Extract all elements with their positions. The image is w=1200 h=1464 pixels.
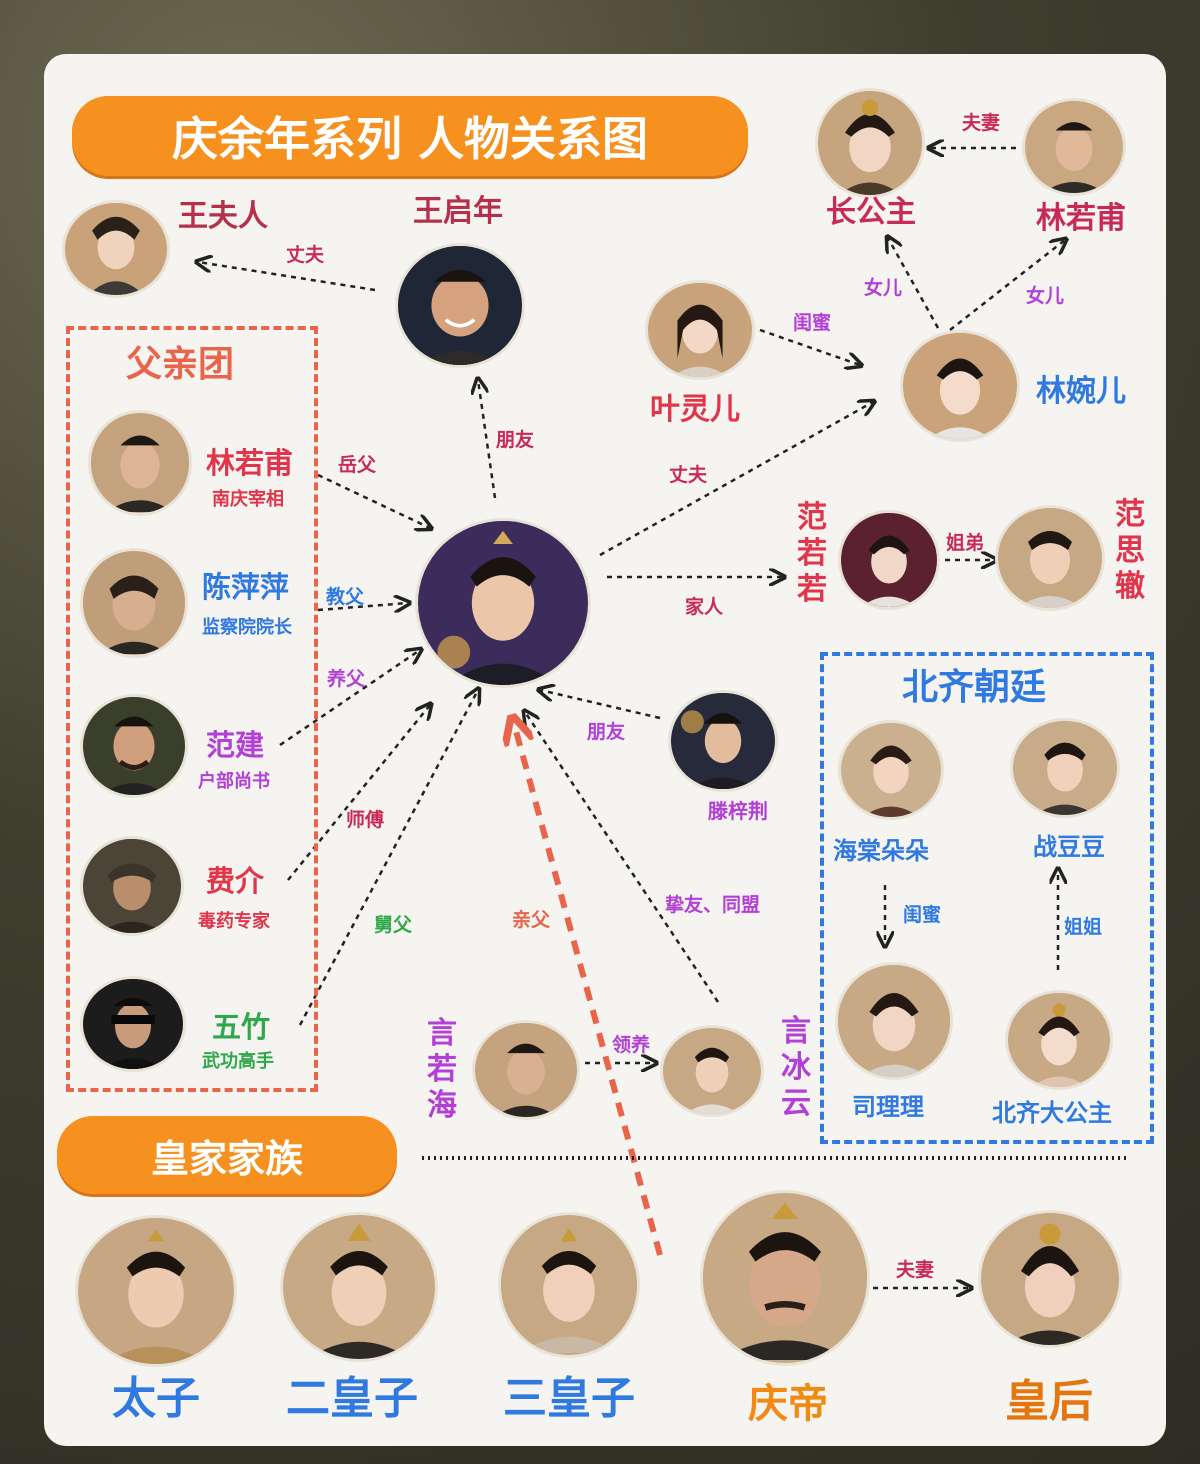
label-huang-hou: 皇后 — [1005, 1376, 1093, 1427]
line-waner-linruofu — [949, 240, 1065, 331]
label-fan-sizhe: 范思辙 — [1115, 497, 1145, 604]
rel-friend-teng: 朋友 — [587, 721, 626, 743]
label-zhang-gongzhu: 长公主 — [826, 195, 916, 230]
avatar-fan-xian — [415, 518, 591, 688]
label-fei-jie: 费介 — [206, 864, 265, 898]
rel-friend-wang: 朋友 — [496, 429, 535, 451]
rel-bestie-ye: 闺蜜 — [793, 312, 832, 334]
line-birth-father — [513, 720, 663, 1256]
label-chen-pingping: 陈萍萍 — [202, 570, 290, 604]
avatar-huang-hou — [978, 1210, 1122, 1348]
rel-sister: 姐姐 — [1064, 916, 1103, 938]
rel-ally: 挚友、同盟 — [665, 894, 761, 916]
label-yan-ruohai: 言若海 — [427, 1016, 457, 1123]
label-qing-di: 庆帝 — [748, 1381, 828, 1427]
label-ye-linger: 叶灵儿 — [650, 392, 740, 427]
label-wang-furen: 王夫人 — [178, 199, 268, 234]
line-fei-fanxian — [287, 705, 430, 881]
rel-godfather: 教父 — [326, 586, 365, 608]
label-beiqi-gongzhu: 北齐大公主 — [992, 1099, 1112, 1127]
royal-banner: 皇家家族 — [57, 1116, 397, 1194]
title-fei-jie: 毒药专家 — [198, 911, 270, 932]
rel-husband-wang: 丈夫 — [286, 244, 325, 266]
label-si-lili: 司理理 — [852, 1093, 924, 1121]
rel-daughter-right: 女儿 — [1026, 285, 1065, 307]
line-yan-fanxian — [525, 712, 720, 1003]
label-yan-bingyun: 言冰云 — [781, 1014, 811, 1121]
rel-foster-father: 养父 — [327, 668, 366, 690]
rel-uncle: 舅父 — [374, 914, 413, 936]
rel-daughter-left: 女儿 — [864, 277, 903, 299]
line-ye-waner — [759, 328, 860, 365]
title-text: 庆余年系列 人物关系图 — [171, 112, 648, 166]
rel-siblings: 姐弟 — [946, 532, 985, 554]
label-fan-ruoruo: 范若若 — [797, 500, 827, 607]
rel-birth-father: 亲父 — [512, 909, 551, 931]
avatar-wu-zhu — [80, 976, 186, 1072]
avatar-haitang — [838, 720, 944, 820]
line-fan-fanxian — [279, 650, 420, 747]
label-lin-ruofu-top: 林若甫 — [1036, 201, 1126, 236]
avatar-si-lili — [835, 962, 953, 1080]
father-group-box — [66, 326, 318, 1092]
label-wu-zhu: 五竹 — [212, 1010, 271, 1044]
avatar-lin-ruofu-top — [1022, 98, 1126, 196]
avatar-qing-di — [700, 1190, 870, 1366]
avatar-chen-pingping — [80, 548, 188, 658]
avatar-fan-sizhe — [995, 505, 1105, 611]
royal-title: 皇家家族 — [150, 1136, 303, 1181]
north-qi-title: 北齐朝廷 — [902, 667, 1047, 708]
rel-father-in-law: 岳父 — [338, 454, 377, 476]
north-qi-box — [820, 652, 1154, 1144]
diagram-panel — [44, 54, 1166, 1446]
avatar-fei-jie — [80, 836, 184, 936]
title-fan-jian: 户部尚书 — [198, 771, 270, 792]
label-fan-jian: 范建 — [206, 728, 265, 762]
label-er-huangzi: 二皇子 — [286, 1373, 418, 1424]
rel-husband-waner: 丈夫 — [669, 464, 708, 486]
label-taizi: 太子 — [112, 1373, 200, 1424]
line-fanxian-waner — [599, 402, 873, 557]
label-san-huangzi: 三皇子 — [503, 1373, 635, 1424]
avatar-fan-jian — [80, 694, 188, 798]
avatar-beiqi-gongzhu — [1005, 990, 1113, 1090]
avatar-er-huangzi — [280, 1212, 438, 1362]
label-lin-waner: 林婉儿 — [1036, 374, 1126, 409]
avatar-zhang-gongzhu — [815, 88, 925, 198]
rel-bestie-qi: 闺蜜 — [903, 904, 942, 926]
line-fanxian-wang — [478, 380, 497, 499]
avatar-yan-ruohai — [472, 1020, 580, 1120]
line-wuzhu-fanxian — [298, 690, 478, 1026]
rel-mentor: 师傅 — [346, 809, 385, 831]
avatar-yan-bingyun — [660, 1025, 764, 1117]
avatar-wang-furen — [62, 200, 170, 298]
title-banner: 庆余年系列 人物关系图 — [72, 96, 748, 176]
avatar-wang-qinian — [395, 243, 525, 368]
label-wang-qinian: 王启年 — [413, 194, 503, 229]
rel-adopt: 领养 — [612, 1034, 651, 1056]
rel-spouse-top: 夫妻 — [962, 112, 1001, 134]
avatar-taizi — [75, 1215, 237, 1367]
title-chen-pingping: 监察院院长 — [202, 617, 292, 638]
title-wu-zhu: 武功高手 — [202, 1051, 274, 1072]
avatar-fan-ruoruo — [838, 510, 940, 610]
avatar-ye-linger — [645, 280, 755, 380]
avatar-lin-ruofu — [88, 410, 192, 516]
father-group-title: 父亲团 — [126, 344, 235, 385]
rel-spouse-royal: 夫妻 — [896, 1259, 935, 1281]
avatar-teng-zijing — [668, 690, 778, 792]
line-lin-fanxian — [317, 473, 430, 528]
line-teng-fanxian — [540, 690, 661, 720]
line-waner-changgongzhu — [888, 238, 940, 329]
label-haitang: 海棠朵朵 — [833, 837, 929, 865]
avatar-zhan-doudou — [1010, 718, 1120, 818]
label-teng-zijing: 滕梓荆 — [708, 799, 768, 823]
label-lin-ruofu: 林若甫 — [206, 446, 294, 480]
avatar-san-huangzi — [498, 1212, 640, 1358]
label-zhan-doudou: 战豆豆 — [1033, 833, 1105, 861]
avatar-lin-waner — [900, 330, 1020, 442]
title-lin-ruofu: 南庆宰相 — [212, 489, 284, 510]
rel-family: 家人 — [685, 596, 724, 618]
